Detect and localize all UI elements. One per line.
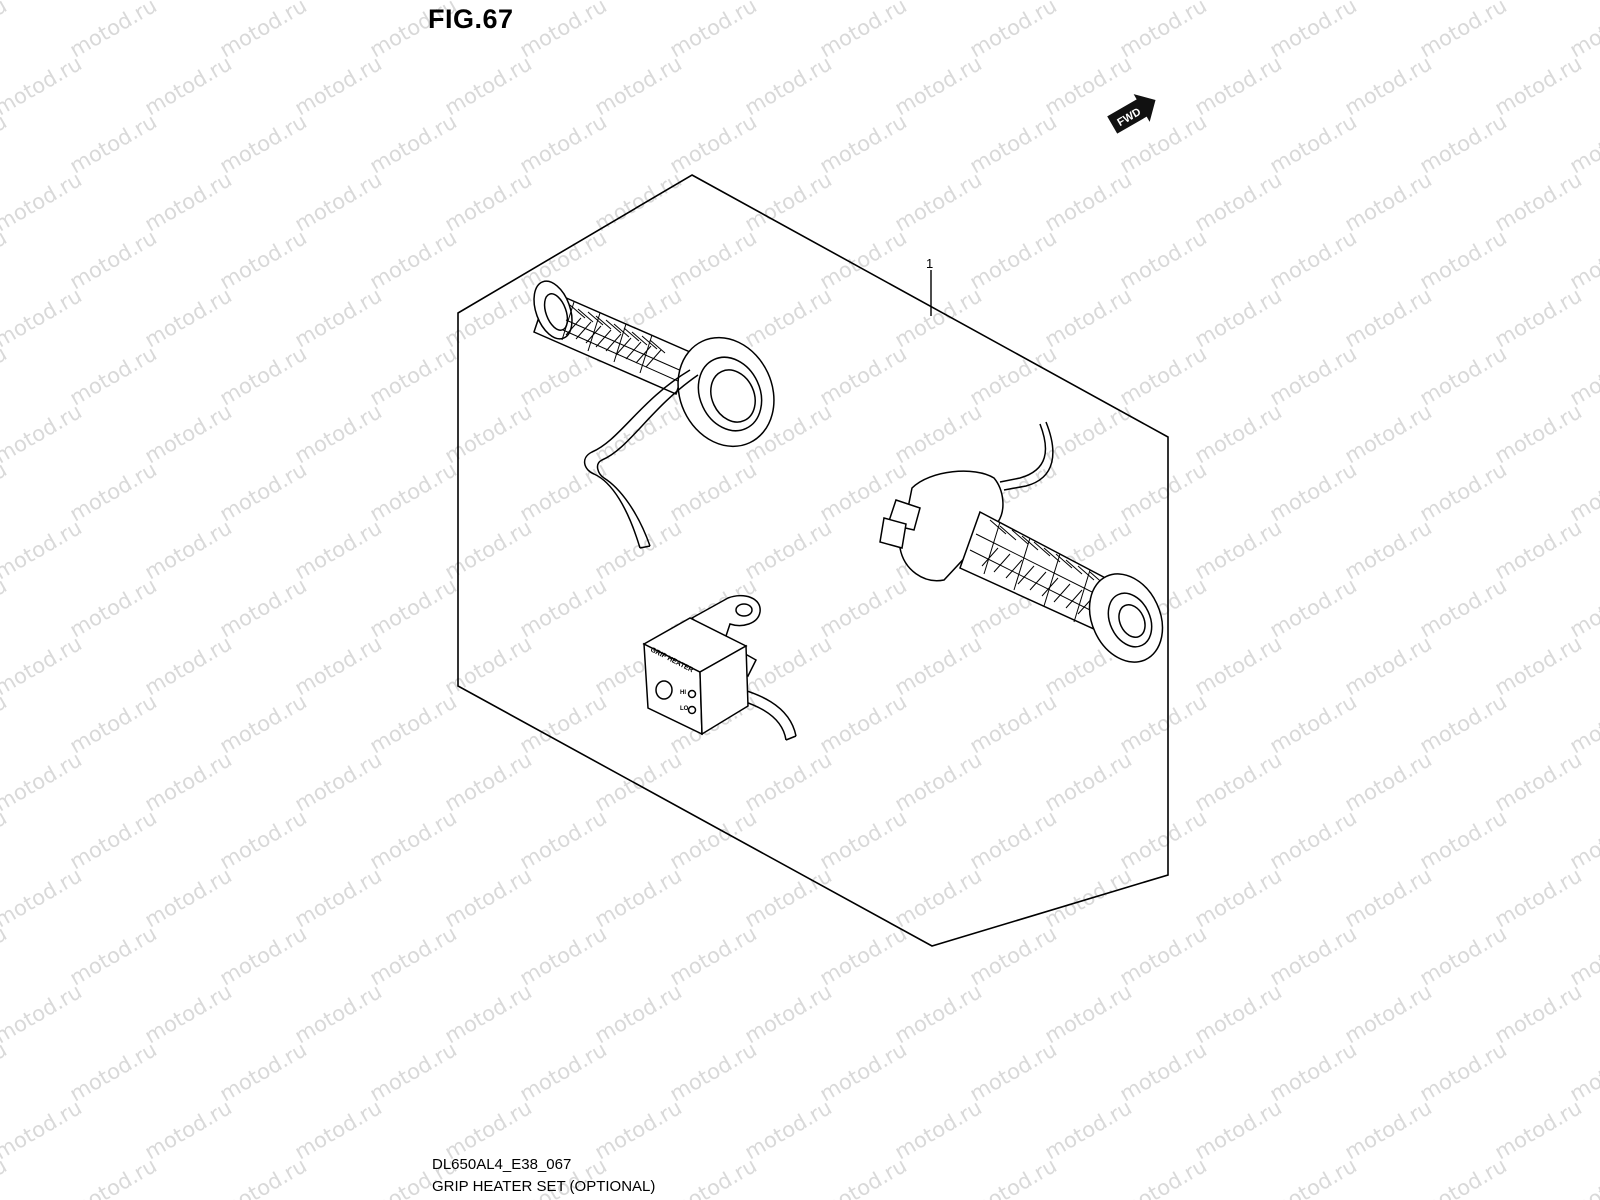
kit-outline — [457, 174, 1169, 947]
figure-caption: GRIP HEATER SET (OPTIONAL) — [432, 1178, 656, 1195]
switch-lo-label: LO — [680, 706, 689, 712]
callout-number: 1 — [926, 256, 933, 271]
switch-hi-label: HI — [680, 690, 686, 696]
right-grip — [879, 421, 1164, 663]
figure-title: FIG.67 — [428, 4, 514, 34]
heater-knob — [655, 680, 673, 700]
left-grip — [533, 280, 775, 549]
figure-code: DL650AL4_E38_067 — [432, 1156, 572, 1173]
fwd-arrow-icon: FWD — [1107, 94, 1156, 134]
heater-switch-unit — [642, 594, 797, 741]
